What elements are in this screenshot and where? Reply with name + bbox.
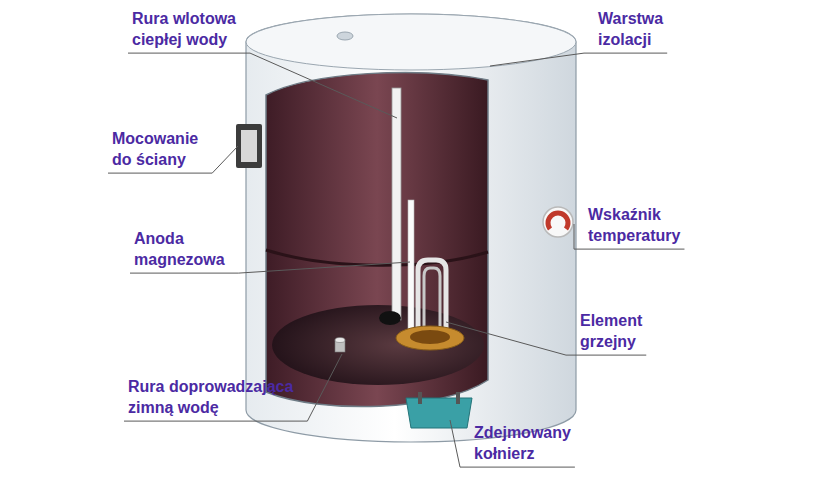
flange-base [410,330,450,344]
heating-element [424,268,440,335]
wall-mount [236,124,262,168]
part-label: Element grzejny [580,310,660,352]
part-label: Anoda magnezowa [134,228,234,270]
part-label: Wskaźnik temperatury [588,204,698,246]
part-label: Zdejmowany kołnierz [474,422,589,464]
top-vent [337,32,353,40]
leader-line [490,53,667,66]
anode-rod [408,200,414,332]
hot-pipe [392,88,401,320]
part-label: Warstwa izolacji [598,8,698,50]
tank-interior [266,73,488,407]
heater-body [246,14,576,442]
flange-bolt [418,392,422,404]
heater-top [246,14,576,70]
temperature-gauge [543,207,573,237]
tank-floor [272,305,484,385]
leader-line [124,354,342,421]
leader-line [128,53,397,118]
tank-seam [266,250,488,265]
part-label: Rura wlotowa ciepłej wody [132,8,262,50]
wall-mount [241,130,257,162]
flange-bolt [456,392,460,404]
part-label: Rura doprowadzająca zimną wodę [128,376,318,418]
flange-base [396,326,464,350]
heating-element [418,260,446,335]
part-label: Mocowanie do ściany [112,128,212,170]
cold-pipe [335,338,345,343]
temperature-gauge [548,213,568,229]
removable-flange [406,398,472,428]
pipe-opening [379,311,401,325]
